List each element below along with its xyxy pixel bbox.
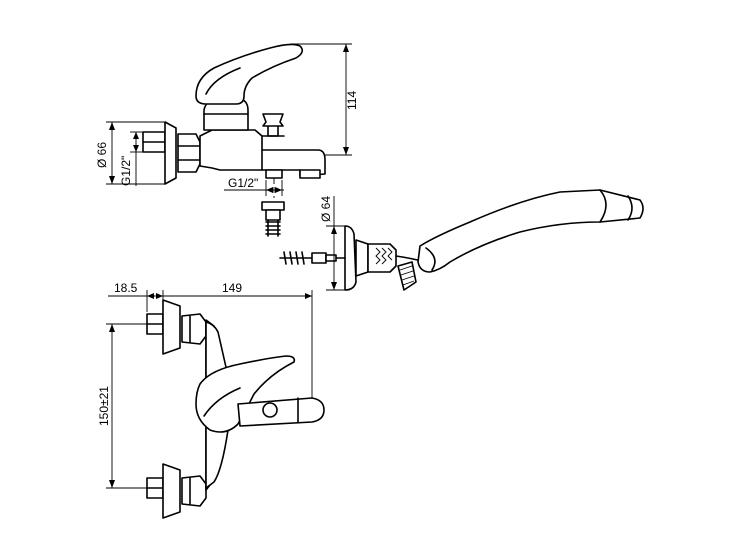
- mixer-side-view: 114 Ø 66 G1/2" G1/2": [95, 43, 359, 237]
- dim-width-label: 149: [222, 281, 242, 295]
- wall-screw: [279, 251, 346, 265]
- holder-swivel: [367, 243, 397, 273]
- spout-aerator: [299, 169, 321, 179]
- hand-shower-handle: [417, 189, 644, 273]
- dim-outlet-thread-label: G1/2": [228, 176, 258, 190]
- dim-height-label: 114: [345, 91, 359, 110]
- dim-width: 149: [163, 281, 313, 398]
- dim-holder-diameter-label: Ø 64: [319, 196, 333, 222]
- dim-center-distance-label: 150±21: [97, 386, 111, 426]
- dim-inlet-thread: G1/2": [119, 131, 143, 186]
- hose-nipple: [261, 201, 285, 237]
- holder-plate: [344, 225, 357, 291]
- dim-height: 114: [290, 43, 359, 156]
- upper-nut: [181, 313, 207, 345]
- holder-neck: [355, 239, 369, 277]
- dim-body-diameter-label: Ø 66: [95, 142, 109, 168]
- connector-nut: [177, 133, 201, 173]
- diverter-knob-front: [262, 402, 278, 418]
- upper-flange: [162, 299, 181, 355]
- dim-offset-label: 18.5: [114, 281, 138, 295]
- dim-outlet-thread: G1/2": [224, 176, 284, 196]
- diverter-knob: [262, 113, 284, 127]
- lower-flange: [162, 463, 181, 519]
- hand-shower-group: Ø 64: [279, 189, 644, 291]
- shower-outlet: [265, 169, 283, 179]
- dim-holder-diameter: Ø 64: [319, 196, 345, 291]
- wall-flange: [164, 121, 177, 185]
- mixer-front-view: 18.5 149 150±21: [97, 281, 325, 519]
- front-spout: [237, 397, 325, 427]
- front-lever: [195, 355, 296, 433]
- lower-nut: [181, 475, 207, 507]
- dim-center-distance: 150±21: [97, 323, 147, 489]
- dim-inlet-thread-label: G1/2": [119, 156, 133, 186]
- dim-body-diameter: Ø 66: [95, 121, 165, 185]
- dim-offset: 18.5: [108, 281, 164, 312]
- lever-handle: [195, 43, 304, 105]
